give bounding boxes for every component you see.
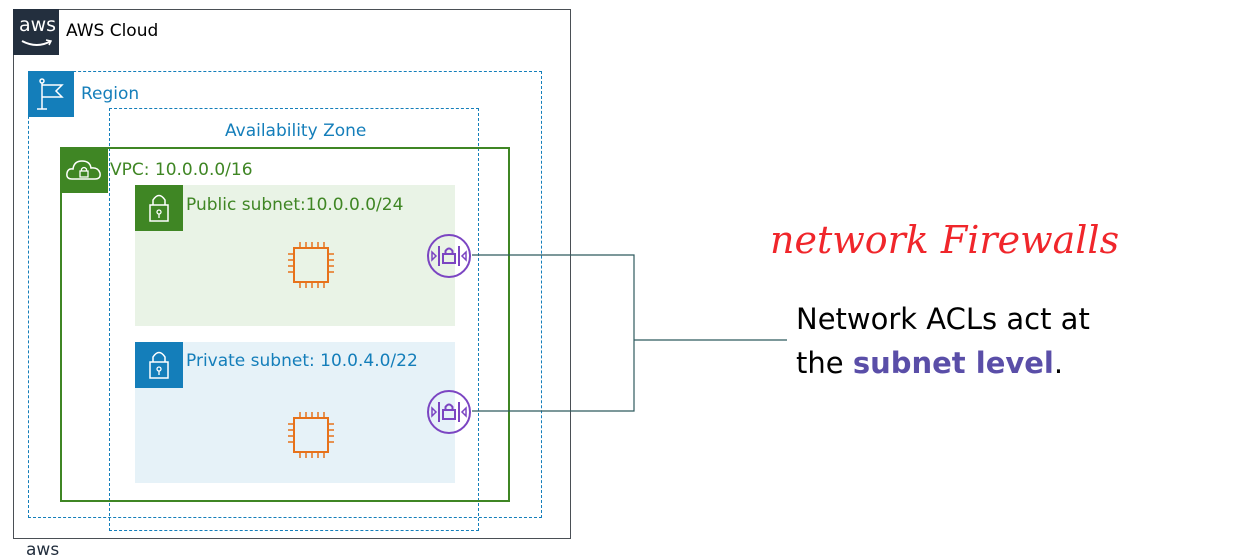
aws-cloud-group	[13, 9, 571, 539]
annotation-text: Network ACLs act at the subnet level.	[796, 297, 1090, 385]
private-subnet-label: Private subnet: 10.0.4.0/22	[186, 351, 418, 371]
cloud-lock-icon	[60, 147, 108, 193]
vpc-label: VPC: 10.0.0.0/16	[110, 160, 253, 180]
private-subnet	[135, 342, 455, 483]
annotation-highlight: subnet level	[852, 346, 1054, 380]
aws-cloud-label: AWS Cloud	[66, 21, 159, 41]
annotation-line-1: Network ACLs act at	[796, 302, 1090, 336]
public-subnet-label: Public subnet:10.0.0.0/24	[186, 195, 404, 215]
lock-icon	[135, 342, 183, 388]
vpc-group	[60, 147, 510, 502]
annotation-line-2: the subnet level.	[796, 341, 1090, 385]
region-label: Region	[81, 84, 140, 104]
annotation-line-2-prefix: the	[796, 346, 853, 380]
ec2-chip-icon	[288, 242, 334, 288]
network-acl-icon	[427, 390, 471, 434]
availability-zone-group	[109, 108, 479, 531]
availability-zone-label: Availability Zone	[225, 121, 367, 141]
annotation-line-2-suffix: .	[1053, 346, 1064, 380]
network-acl-icon	[427, 234, 471, 278]
region-group	[28, 71, 542, 518]
footer-aws-logo: aws	[26, 540, 60, 560]
lock-icon	[135, 185, 183, 231]
handwritten-note: network Firewalls	[770, 218, 1120, 262]
flag-icon	[28, 71, 74, 117]
ec2-chip-icon	[288, 412, 334, 458]
aws-logo-icon: aws	[13, 9, 59, 55]
aws-logo-text: aws	[19, 14, 57, 36]
